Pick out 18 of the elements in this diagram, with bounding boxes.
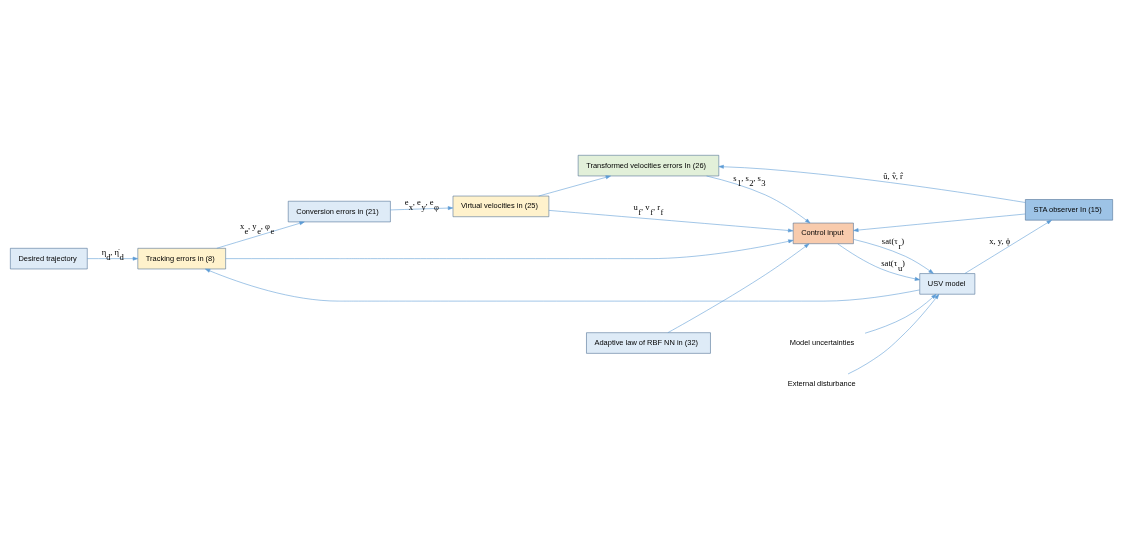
arrow: [864, 293, 937, 333]
arrow: [847, 293, 940, 374]
arrow: [548, 209, 794, 232]
arrow: [87, 256, 138, 261]
arrow: [718, 164, 1026, 203]
arrow: [225, 238, 794, 259]
arrow: [853, 238, 934, 274]
arrow: [216, 220, 305, 249]
edge-label: x, y, ϕ: [989, 235, 1011, 246]
arrow: [667, 243, 810, 333]
arrow: [205, 268, 920, 301]
arrow: [706, 175, 811, 223]
arrow: [837, 243, 920, 281]
arrow: [538, 174, 611, 196]
arrow: [390, 205, 454, 210]
edge-label: û, v̂, r̂: [883, 170, 903, 181]
arrow: [853, 213, 1026, 232]
arrow: [964, 219, 1052, 274]
